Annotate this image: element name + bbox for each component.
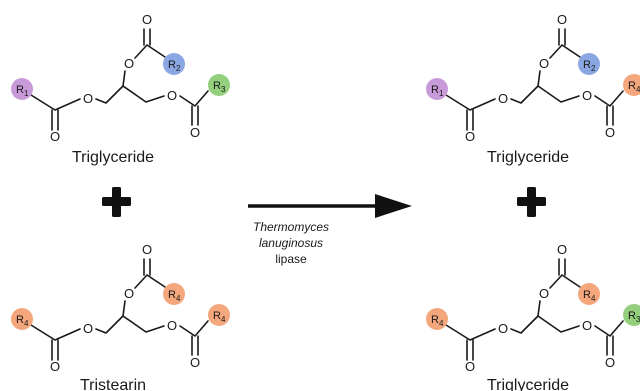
oxygen-atom: O: [582, 88, 592, 103]
molecule-reactant-tristearin: O O O O O O R4 R4 R4 Tristearin: [11, 242, 230, 391]
oxygen-atom: O: [124, 56, 134, 71]
r-group-left: R4: [426, 308, 448, 330]
r-group-circle: [163, 283, 185, 305]
r-group-circle: [208, 74, 230, 96]
oxygen-atom: O: [83, 91, 93, 106]
r-group-circle: [208, 304, 230, 326]
oxygen-atom: O: [50, 129, 60, 144]
r-group-top: R4: [578, 283, 600, 305]
oxygen-atoms: O O O O O O: [50, 242, 200, 374]
r-group-label: R2: [168, 59, 181, 73]
oxygen-atoms: O O O O O O: [465, 242, 615, 374]
molecule-name: Tristearin: [80, 377, 146, 391]
r-group-label: R3: [628, 310, 640, 324]
r-group-label: R4: [628, 80, 640, 94]
r-group-right: R3: [208, 74, 230, 96]
oxygen-atom: O: [557, 12, 567, 27]
r-group-circle: [623, 304, 640, 326]
r-group-left: R1: [426, 78, 448, 100]
r-group-circle: [11, 308, 33, 330]
r-group-label: R4: [16, 314, 29, 328]
oxygen-atoms: O O O O O O: [50, 12, 200, 144]
oxygen-atom: O: [582, 318, 592, 333]
molecule-bonds: [445, 28, 624, 131]
oxygen-atom: O: [50, 359, 60, 374]
plus-sign-left: [102, 187, 131, 217]
r-group-circle: [578, 283, 600, 305]
r-group-label: R1: [16, 84, 29, 98]
molecule-reactant-triglyceride: O O O O O O R1 R2 R3 Triglyceride: [11, 12, 230, 166]
r-group-circle: [11, 78, 33, 100]
oxygen-atom: O: [539, 286, 549, 301]
molecule-bonds: [30, 28, 209, 131]
oxygen-atom: O: [190, 125, 200, 140]
r-group-label: R3: [213, 80, 226, 94]
r-group-top: R2: [578, 53, 600, 75]
oxygen-atom: O: [605, 355, 615, 370]
r-group-circle: [426, 308, 448, 330]
r-group-label: R4: [168, 289, 181, 303]
oxygen-atom: O: [83, 321, 93, 336]
r-group-label: R4: [583, 289, 596, 303]
oxygen-atom: O: [557, 242, 567, 257]
oxygen-atom: O: [465, 129, 475, 144]
oxygen-atom: O: [605, 125, 615, 140]
reaction-arrow: [248, 194, 412, 218]
oxygen-atom: O: [498, 321, 508, 336]
molecule-name: Triglyceride: [487, 377, 569, 391]
r-group-left: R4: [11, 308, 33, 330]
molecule-product-triglyceride-top: O O O O O O R1 R2 R4 Triglyceride: [426, 12, 640, 166]
r-group-label: R1: [431, 84, 444, 98]
r-group-right: R4: [623, 74, 640, 96]
enzyme-genus: Thermomyces: [253, 220, 329, 234]
arrow-head: [375, 194, 412, 218]
oxygen-atom: O: [465, 359, 475, 374]
molecule-product-triglyceride-bottom: O O O O O O R4 R4 R3 Triglyceride: [426, 242, 640, 391]
r-group-circle: [623, 74, 640, 96]
oxygen-atom: O: [190, 355, 200, 370]
r-group-circle: [163, 53, 185, 75]
r-group-top: R2: [163, 53, 185, 75]
oxygen-atom: O: [124, 286, 134, 301]
oxygen-atom: O: [167, 88, 177, 103]
r-group-label: R4: [213, 310, 226, 324]
enzyme-species: lanuginosus: [259, 236, 323, 250]
molecule-bonds: [30, 258, 209, 361]
oxygen-atom: O: [142, 242, 152, 257]
r-group-label: R4: [431, 314, 444, 328]
molecule-name: Triglyceride: [72, 149, 154, 166]
oxygen-atom: O: [498, 91, 508, 106]
plus-sign-right: [517, 187, 546, 217]
r-group-top: R4: [163, 283, 185, 305]
r-group-label: R2: [583, 59, 596, 73]
enzyme-label: Thermomyces lanuginosus lipase: [253, 220, 329, 266]
r-group-right: R3: [623, 304, 640, 326]
r-group-left: R1: [11, 78, 33, 100]
enzyme-name: lipase: [275, 252, 307, 266]
oxygen-atom: O: [167, 318, 177, 333]
oxygen-atom: O: [539, 56, 549, 71]
molecule-bonds: [445, 258, 624, 361]
r-group-right: R4: [208, 304, 230, 326]
oxygen-atom: O: [142, 12, 152, 27]
oxygen-atoms: O O O O O O: [465, 12, 615, 144]
molecule-name: Triglyceride: [487, 149, 569, 166]
r-group-circle: [578, 53, 600, 75]
r-group-circle: [426, 78, 448, 100]
